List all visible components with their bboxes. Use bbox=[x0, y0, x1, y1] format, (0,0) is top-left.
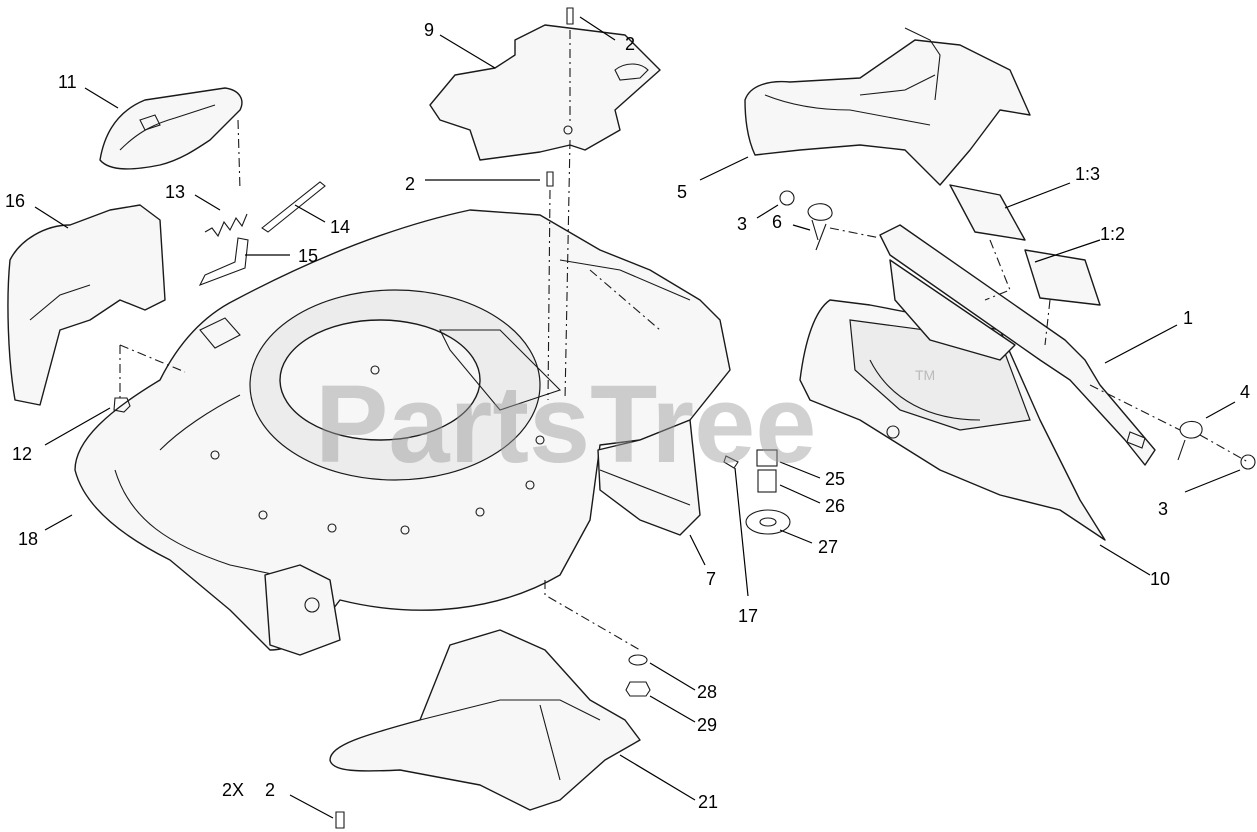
callout-16[interactable]: 16 bbox=[5, 191, 25, 211]
part-9-deflector-plate[interactable] bbox=[429, 24, 661, 161]
part-6-torsion-spring[interactable] bbox=[807, 203, 833, 251]
callout-18[interactable]: 18 bbox=[18, 529, 38, 549]
part-12-nut[interactable] bbox=[113, 397, 131, 413]
part-17-bolt[interactable] bbox=[723, 455, 739, 469]
callout-2-bottom[interactable]: 2 bbox=[265, 780, 275, 800]
callout-1[interactable]: 1 bbox=[1183, 308, 1193, 328]
part-2-bolts[interactable] bbox=[335, 7, 574, 829]
callout-14[interactable]: 14 bbox=[330, 217, 350, 237]
part-16-side-shield[interactable] bbox=[7, 204, 166, 406]
callout-17[interactable]: 17 bbox=[738, 606, 758, 626]
part-15-bracket[interactable] bbox=[198, 237, 249, 287]
part-5-bag-frame[interactable] bbox=[744, 27, 1031, 186]
part-3-washer-upper[interactable] bbox=[779, 190, 795, 206]
callout-6[interactable]: 6 bbox=[772, 212, 782, 232]
callout-1-3[interactable]: 1:3 bbox=[1075, 164, 1100, 184]
part-7-rear-skirt[interactable] bbox=[597, 419, 701, 536]
callout-12[interactable]: 12 bbox=[12, 444, 32, 464]
callout-21[interactable]: 21 bbox=[698, 792, 718, 812]
callout-26[interactable]: 26 bbox=[825, 496, 845, 516]
callout-13[interactable]: 13 bbox=[165, 182, 185, 202]
callout-9[interactable]: 9 bbox=[424, 20, 434, 40]
part-14-pin[interactable] bbox=[261, 181, 326, 233]
callout-10[interactable]: 10 bbox=[1150, 569, 1170, 589]
part-3-washer-lower[interactable] bbox=[1240, 454, 1256, 470]
part-29-nut[interactable] bbox=[625, 681, 651, 697]
part-4-torsion-spring[interactable] bbox=[1177, 420, 1203, 461]
decal-1-2[interactable] bbox=[1024, 249, 1101, 306]
callout-7[interactable]: 7 bbox=[706, 569, 716, 589]
callout-1-2[interactable]: 1:2 bbox=[1100, 224, 1125, 244]
callout-labels: 11 9 2 13 16 2 14 15 5 1:3 3 6 1:2 1 4 3… bbox=[5, 20, 1250, 812]
callout-4[interactable]: 4 bbox=[1240, 382, 1250, 402]
callout-2-mid[interactable]: 2 bbox=[405, 174, 415, 194]
part-18-mower-deck[interactable] bbox=[74, 209, 731, 656]
callout-25[interactable]: 25 bbox=[825, 469, 845, 489]
watermark: PartsTree TM bbox=[315, 363, 935, 486]
callout-3-upper[interactable]: 3 bbox=[737, 214, 747, 234]
callout-2x[interactable]: 2X bbox=[222, 780, 244, 800]
part-25-26-27-height-adjuster[interactable] bbox=[745, 449, 791, 535]
callout-3-lower[interactable]: 3 bbox=[1158, 499, 1168, 519]
callout-29[interactable]: 29 bbox=[697, 715, 717, 735]
part-28-washer[interactable] bbox=[628, 654, 648, 666]
watermark-trademark: TM bbox=[915, 367, 935, 383]
watermark-text: PartsTree bbox=[315, 363, 816, 486]
assembly-lines bbox=[119, 30, 1249, 651]
callout-28[interactable]: 28 bbox=[697, 682, 717, 702]
part-11-rear-cap[interactable] bbox=[99, 87, 243, 170]
callout-15[interactable]: 15 bbox=[298, 246, 318, 266]
part-13-spring[interactable] bbox=[204, 213, 248, 238]
callout-11[interactable]: 11 bbox=[58, 72, 77, 92]
callout-5[interactable]: 5 bbox=[677, 182, 687, 202]
decal-1-3[interactable] bbox=[949, 184, 1026, 241]
callout-27[interactable]: 27 bbox=[818, 537, 838, 557]
part-1-latch-arm[interactable] bbox=[879, 224, 1156, 466]
callout-2-top[interactable]: 2 bbox=[625, 34, 635, 54]
deck-mounting-bolts bbox=[210, 365, 545, 535]
part-21-mulch-chute[interactable] bbox=[329, 629, 641, 811]
leader-lines bbox=[34, 16, 1241, 819]
